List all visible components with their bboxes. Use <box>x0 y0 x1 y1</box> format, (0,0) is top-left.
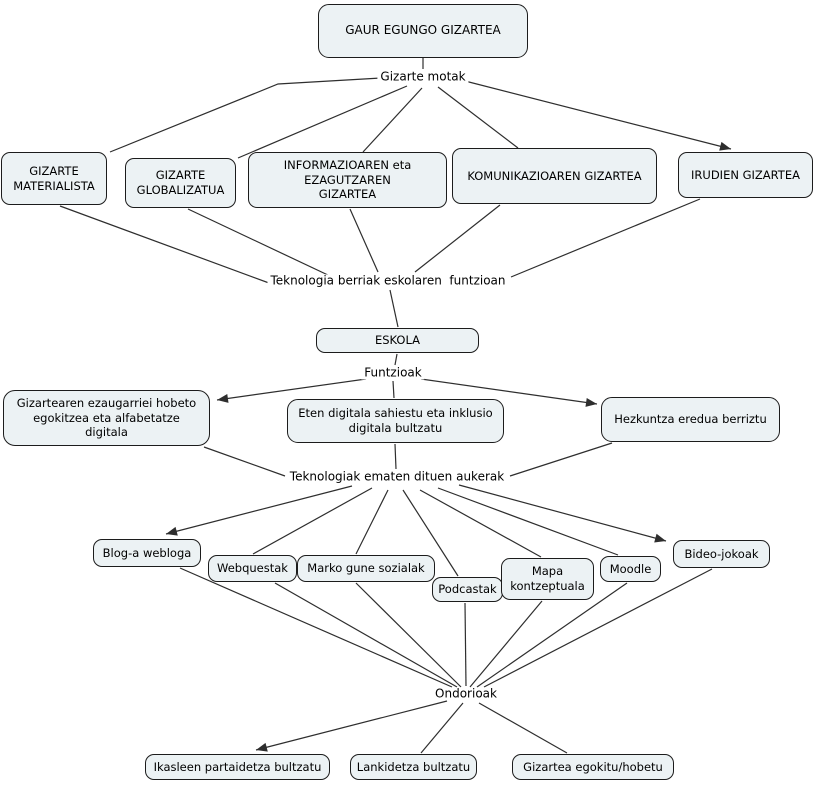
node-eskola[interactable]: ESKOLA <box>316 328 479 353</box>
node-marko-gune-sozialak[interactable]: Marko gune sozialak <box>297 555 435 582</box>
node-webquestak[interactable]: Webquestak <box>208 555 297 582</box>
node-irudien-gizartea[interactable]: IRUDIEN GIZARTEA <box>678 152 813 198</box>
node-gizartearen-ezaugarriei[interactable]: Gizartearen ezaugarriei hobeto egokitzea… <box>3 390 210 446</box>
node-hezkuntza-eredua[interactable]: Hezkuntza eredua berriztu <box>601 397 780 442</box>
node-gizartea-egokitu[interactable]: Gizartea egokitu/hobetu <box>512 754 674 780</box>
node-eten-digitala[interactable]: Eten digitala sahiestu eta inklusio digi… <box>287 399 504 443</box>
linking-phrase-teknologiak-aukerak[interactable]: Teknologiak ematen dituen aukerak <box>286 470 508 484</box>
linking-phrase-gizarte-motak[interactable]: Gizarte motak <box>377 70 469 84</box>
node-gizarte-globalizatua[interactable]: GIZARTE GLOBALIZATUA <box>125 158 236 208</box>
node-bideo-jokoak[interactable]: Bideo-jokoak <box>673 540 770 568</box>
node-komunikazioaren-gizartea[interactable]: KOMUNIKAZIOAREN GIZARTEA <box>452 148 657 204</box>
node-blog-webloga[interactable]: Blog-a webloga <box>93 539 201 567</box>
node-moodle[interactable]: Moodle <box>600 556 661 582</box>
node-ikasleen-partaidetza[interactable]: Ikasleen partaidetza bultzatu <box>145 754 330 780</box>
linking-phrase-teknologia-berriak[interactable]: Teknologia berriak eskolaren funtzioan <box>267 274 509 288</box>
node-podcastak[interactable]: Podcastak <box>432 577 503 602</box>
linking-phrase-ondorioak[interactable]: Ondorioak <box>432 687 500 701</box>
linking-phrase-funtzioak[interactable]: Funtzioak <box>361 366 425 380</box>
node-informazioaren-gizartea[interactable]: INFORMAZIOAREN eta EZAGUTZAREN GIZARTEA <box>248 152 447 208</box>
node-mapa-kontzeptuala[interactable]: Mapa kontzeptuala <box>501 558 594 600</box>
node-lankidetza-bultzatu[interactable]: Lankidetza bultzatu <box>350 754 477 780</box>
node-gizarte-materialista[interactable]: GIZARTE MATERIALISTA <box>1 152 107 205</box>
node-gaur-egungo-gizartea[interactable]: GAUR EGUNGO GIZARTEA <box>318 4 528 58</box>
